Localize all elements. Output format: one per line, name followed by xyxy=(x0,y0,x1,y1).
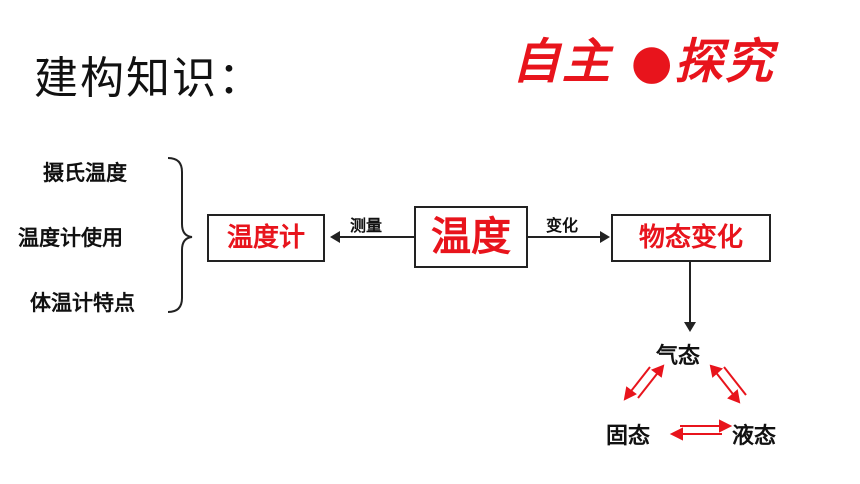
change-arrowhead xyxy=(600,231,610,243)
gas-liquid-arrows xyxy=(709,364,747,404)
solid-liquid-arrows xyxy=(669,419,733,441)
down-arrowhead xyxy=(684,322,696,332)
measure-label: 测量 xyxy=(350,216,383,235)
curly-bracket xyxy=(167,157,193,313)
list-item-thermometer-use: 温度计使用 xyxy=(18,226,123,250)
list-item-celsius: 摄氏温度 xyxy=(43,161,127,185)
change-label: 变化 xyxy=(546,216,579,235)
state-change-box: 物态变化 xyxy=(611,214,771,262)
list-item-clinical-thermometer: 体温计特点 xyxy=(30,291,135,315)
gas-state-label: 气态 xyxy=(656,344,701,369)
page-title: 建构知识： xyxy=(34,53,264,104)
gas-solid-arrows xyxy=(623,364,665,401)
temperature-box: 温度 xyxy=(414,206,528,268)
banner-heading: 自主 ●探究 xyxy=(512,34,775,90)
thermometer-box: 温度计 xyxy=(207,214,325,262)
solid-state-label: 固态 xyxy=(606,424,651,449)
measure-arrowhead xyxy=(330,231,340,243)
liquid-state-label: 液态 xyxy=(732,424,777,449)
